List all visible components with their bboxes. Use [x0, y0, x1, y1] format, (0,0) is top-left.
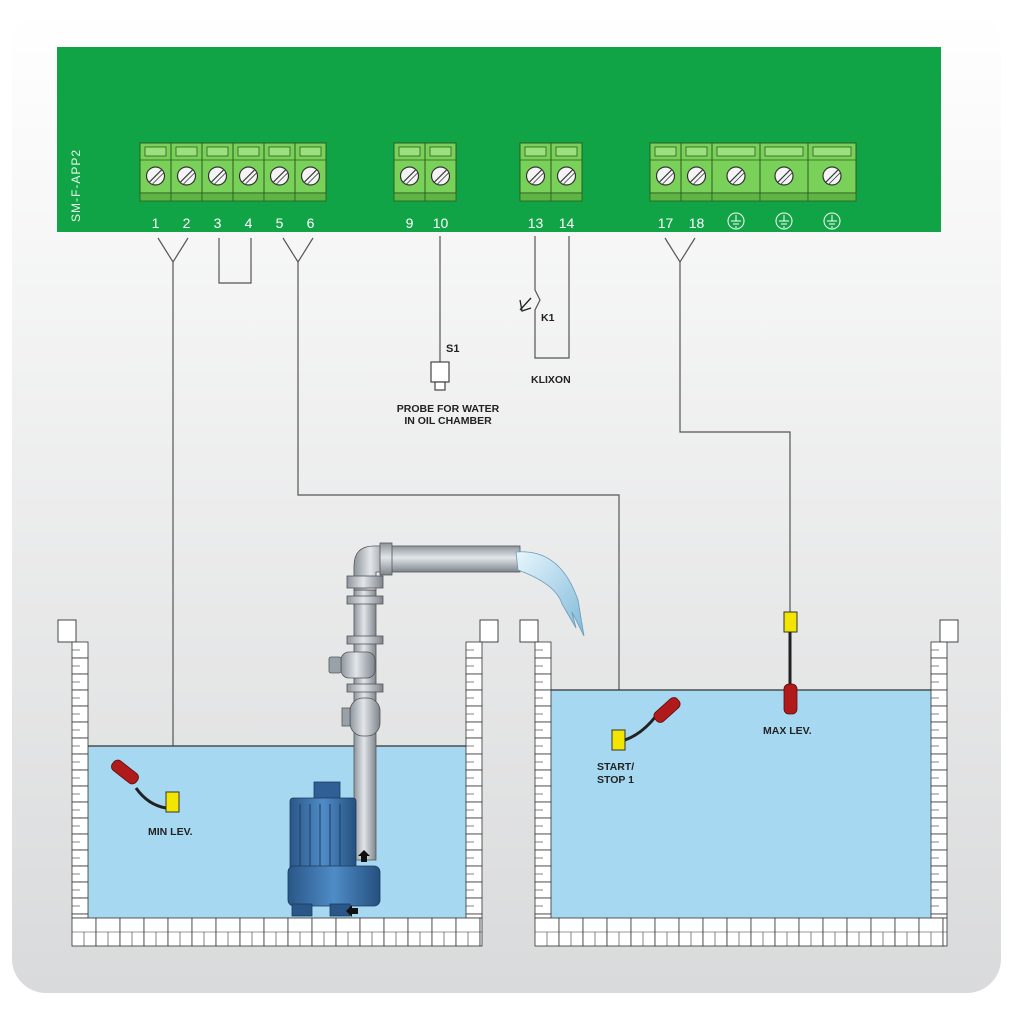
screw-icon [300, 166, 321, 186]
discharge-pipe [328, 542, 585, 861]
screw-terminal: 4 [232, 142, 265, 231]
terminal-number-label: 3 [214, 215, 222, 231]
terminal-number-label: 1 [152, 215, 160, 231]
probe-label-line1: PROBE FOR WATER [397, 403, 500, 415]
s1-label: S1 [446, 343, 459, 355]
start-stop-label-line2: STOP 1 [597, 774, 634, 786]
klixon-k1: K1 KLIXON [519, 297, 571, 386]
screw-terminal: 6 [294, 142, 327, 231]
controller-board: SM-F-APP2 1 2 3 4 5 6 9 10 13 14 17 18 [57, 47, 941, 232]
screw-icon [655, 166, 676, 186]
board-model-label: SM-F-APP2 [69, 149, 83, 222]
tank-walls [57, 619, 959, 947]
screw-icon [430, 166, 451, 186]
screw-terminal: 2 [170, 142, 203, 231]
screw-icon [269, 166, 290, 186]
screw-icon [556, 166, 577, 186]
screw-icon [207, 166, 228, 186]
screw-terminal: 18 [680, 142, 713, 231]
screw-terminal: 9 [393, 142, 426, 231]
terminal-number-label: 9 [406, 215, 414, 231]
ground-icon [727, 212, 745, 230]
max-level-label: MAX LEV. [763, 725, 812, 737]
ground-terminal [807, 142, 857, 230]
screw-terminal: 5 [263, 142, 296, 231]
screw-terminal: 17 [649, 142, 682, 231]
min-level-label: MIN LEV. [148, 826, 193, 838]
terminal-number-label: 13 [528, 215, 544, 231]
terminal-block: 1 2 3 4 5 6 9 10 13 14 17 18 [139, 142, 857, 231]
terminal-number-label: 18 [689, 215, 705, 231]
start-stop-label-line1: START/ [597, 761, 634, 773]
screw-terminal: 10 [424, 142, 457, 231]
ground-terminal [711, 142, 761, 230]
terminal-number-label: 17 [658, 215, 674, 231]
left-tank-water [88, 746, 466, 918]
submersible-pump [287, 781, 381, 917]
terminal-number-label: 4 [245, 215, 253, 231]
flow-up-arrow [358, 850, 370, 862]
float-min-level: MIN LEV. [111, 759, 193, 838]
terminal-number-label: 10 [433, 215, 449, 231]
screw-terminal: 14 [550, 142, 583, 231]
ground-terminal [759, 142, 809, 230]
screw-icon [774, 166, 794, 186]
screw-icon [238, 166, 259, 186]
flow-left-arrow [346, 905, 358, 917]
ground-icon [823, 212, 841, 230]
terminal-number-label: 6 [307, 215, 315, 231]
water-probe-s1: S1 PROBE FOR WATER IN OIL CHAMBER [397, 343, 500, 427]
right-tank-water [551, 690, 931, 918]
k1-label: K1 [541, 312, 555, 324]
wiring [157, 236, 791, 792]
terminal-number-label: 5 [276, 215, 284, 231]
screw-icon [145, 166, 166, 186]
screw-terminal: 13 [519, 142, 552, 231]
ground-icon [775, 212, 793, 230]
float-start-stop: START/ STOP 1 [597, 697, 681, 786]
terminal-number-label: 2 [183, 215, 191, 231]
probe-label-line2: IN OIL CHAMBER [404, 415, 492, 427]
klixon-label: KLIXON [531, 374, 571, 386]
screw-icon [176, 166, 197, 186]
screw-icon [822, 166, 842, 186]
screw-icon [686, 166, 707, 186]
terminal-number-label: 14 [559, 215, 575, 231]
float-max-level: MAX LEV. [763, 611, 812, 737]
screw-icon [399, 166, 420, 186]
screw-icon [525, 166, 546, 186]
screw-terminal: 3 [201, 142, 234, 231]
screw-icon [726, 166, 746, 186]
